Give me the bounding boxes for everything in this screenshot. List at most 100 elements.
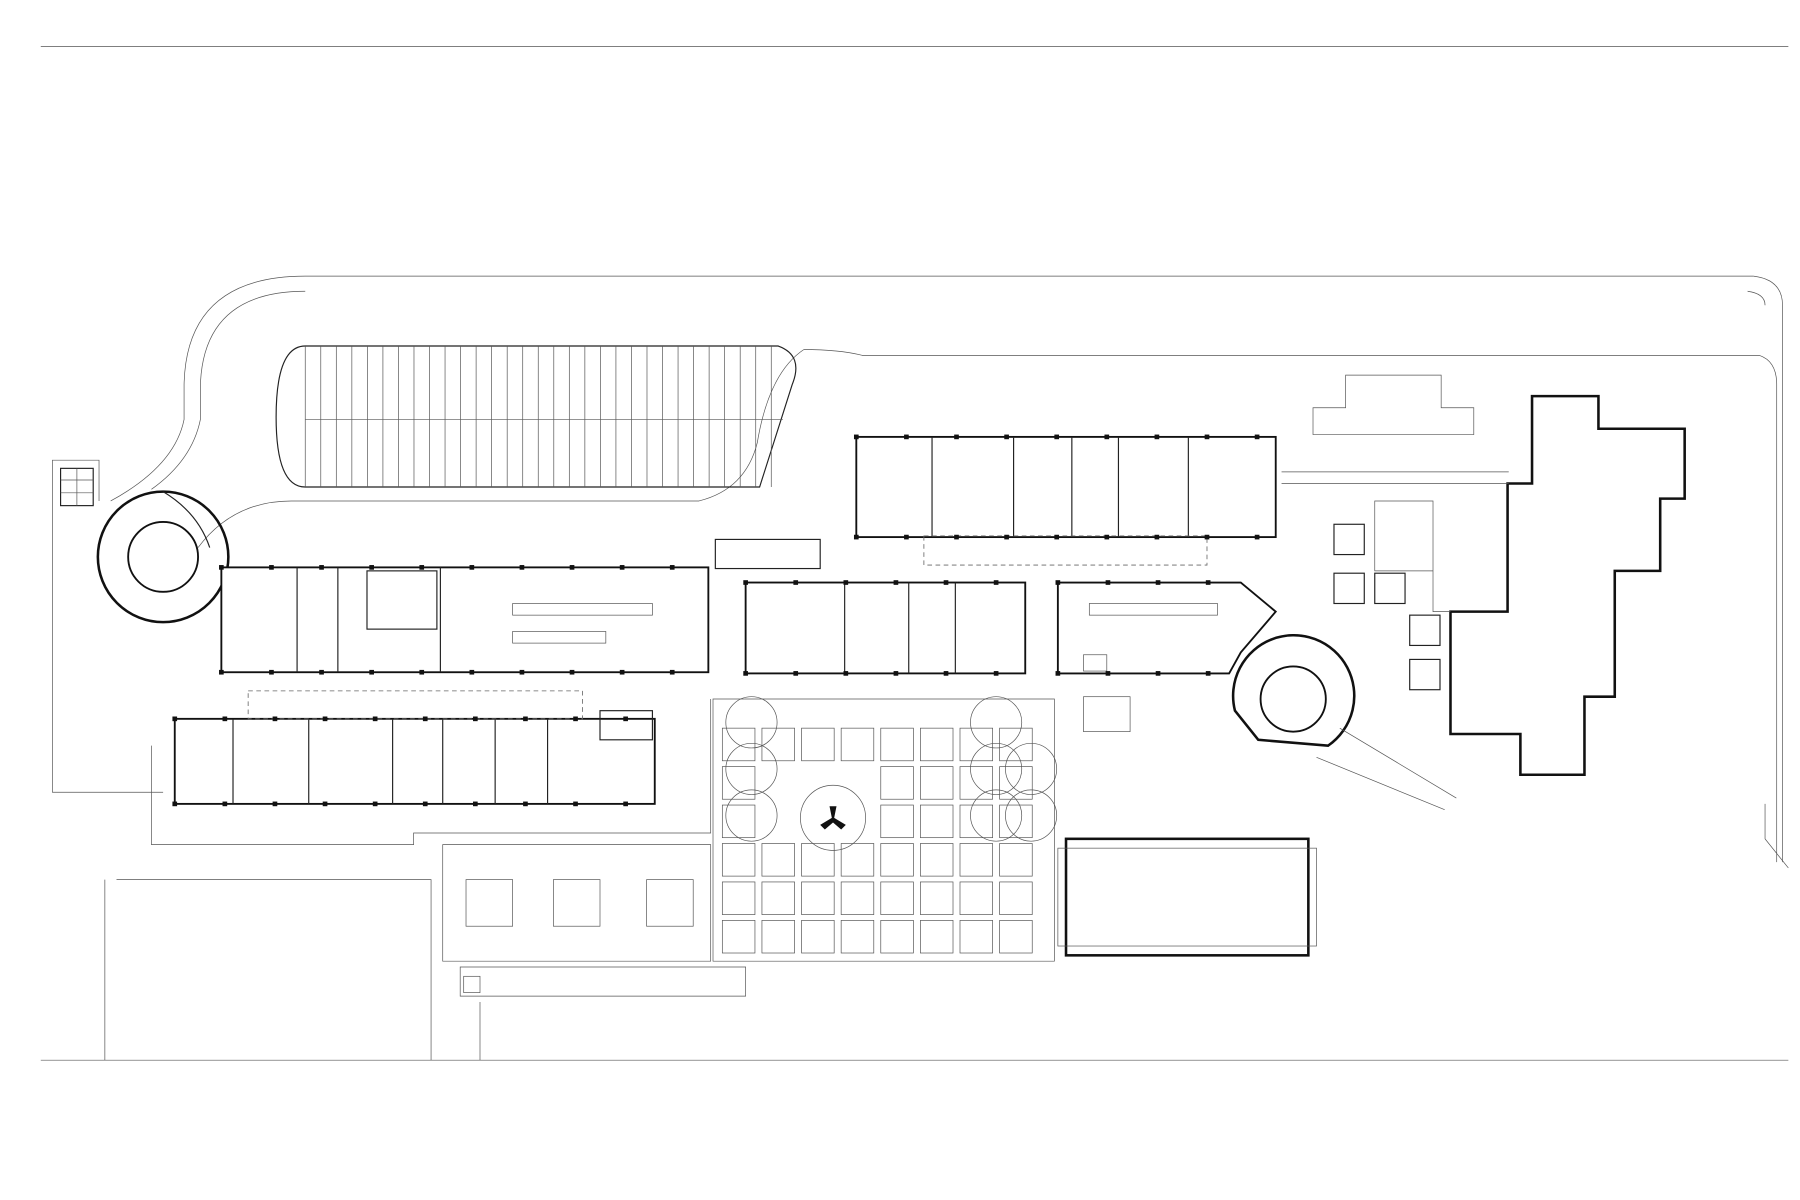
plaza-paving-tile [840, 727, 875, 762]
structural-column [1054, 534, 1060, 540]
structural-column [853, 534, 859, 540]
structural-column [853, 434, 859, 440]
structural-column [1105, 671, 1111, 676]
structural-column [222, 716, 228, 722]
structural-column [419, 565, 425, 570]
structural-column [954, 534, 959, 540]
rotunda-east [1231, 633, 1457, 811]
structural-column [422, 716, 428, 722]
plaza-paving-tile [761, 727, 795, 762]
structural-column [269, 669, 274, 675]
plaza-paving-tile [999, 727, 1033, 762]
plaza-paving-tile [761, 920, 795, 954]
structural-column [422, 801, 428, 807]
plaza-paving-tile [959, 920, 993, 954]
plaza-paving-tile [880, 843, 914, 877]
plaza-paving-tile [721, 881, 756, 915]
structural-column [1004, 534, 1009, 540]
structural-column [904, 434, 909, 440]
structural-column [573, 716, 578, 722]
structural-column [619, 565, 625, 570]
structural-column [573, 801, 578, 807]
plaza-paving-tile [880, 766, 914, 800]
structural-column [569, 669, 575, 675]
structural-column [219, 565, 224, 570]
rotunda-left [96, 490, 230, 624]
building-north-west [220, 566, 710, 674]
structural-column [1254, 534, 1260, 540]
plaza-paving-tile [721, 804, 756, 839]
structural-column [1154, 534, 1160, 540]
plaza-paving-tile [801, 727, 835, 762]
small-pavilion-left [60, 467, 94, 507]
plaza-paving-tile [959, 843, 993, 877]
structural-column [1155, 671, 1161, 676]
plaza-paving-tile [880, 881, 914, 915]
structural-column [519, 669, 525, 675]
plaza-paving-tile [880, 920, 914, 954]
plaza-grid [712, 696, 1058, 962]
structural-column [1055, 580, 1061, 585]
structural-column [172, 716, 178, 722]
structural-column [369, 669, 374, 675]
structural-column [904, 534, 909, 540]
parking-lot [275, 345, 797, 488]
structural-column [319, 565, 324, 570]
existing-building-outline [1281, 374, 1686, 777]
structural-column [1055, 671, 1061, 676]
structural-column [272, 801, 278, 807]
building-east [1056, 581, 1278, 675]
structural-column [322, 801, 328, 807]
structural-column [623, 801, 628, 807]
plaza-paving-tile [801, 881, 835, 915]
structural-column [523, 716, 528, 722]
plaza-paving-tile [840, 881, 875, 915]
plaza-paving-tile [880, 727, 914, 762]
plaza-paving-tile [959, 766, 993, 800]
plaza-paving-tile [920, 920, 954, 954]
structural-column [843, 671, 849, 676]
structural-column [372, 801, 378, 807]
structural-column [372, 716, 378, 722]
structural-column [943, 580, 949, 585]
plaza-paving-tile [721, 920, 756, 954]
plaza-paving-tile [959, 881, 993, 915]
south-terraces [104, 844, 746, 1061]
structural-column [669, 565, 675, 570]
plaza-paving-tile [920, 843, 954, 877]
generated-lines [172, 346, 1260, 954]
structural-column [1054, 434, 1060, 440]
structural-column [473, 801, 478, 807]
structural-column [669, 669, 675, 675]
structural-column [219, 669, 224, 675]
structural-column [322, 716, 328, 722]
plaza-paving-tile [920, 727, 954, 762]
structural-column [954, 434, 959, 440]
access-road [52, 275, 1789, 869]
plaza-paving-tile [761, 881, 795, 915]
building-south-west [151, 690, 712, 846]
plaza-paving-tile [761, 843, 795, 877]
structural-column [1004, 434, 1009, 440]
plaza-paving-tile [920, 804, 954, 839]
structural-column [222, 801, 228, 807]
structural-column [1104, 434, 1110, 440]
structural-column [1155, 580, 1161, 585]
structural-column [1104, 534, 1110, 540]
structural-column [743, 580, 748, 585]
structural-column [943, 671, 949, 676]
sports-hall [1057, 696, 1317, 957]
plaza-paving-tile [959, 804, 993, 839]
plaza-paving-tile [920, 766, 954, 800]
structural-column [1204, 534, 1210, 540]
plaza-paving-tile [801, 920, 835, 954]
structural-column [272, 716, 278, 722]
structural-column [623, 716, 628, 722]
plaza-paving-tile [920, 881, 954, 915]
plaza-paving-tile [721, 843, 756, 877]
structural-column [1254, 434, 1260, 440]
structural-column [369, 565, 374, 570]
structural-column [619, 669, 625, 675]
structural-column [993, 671, 999, 676]
